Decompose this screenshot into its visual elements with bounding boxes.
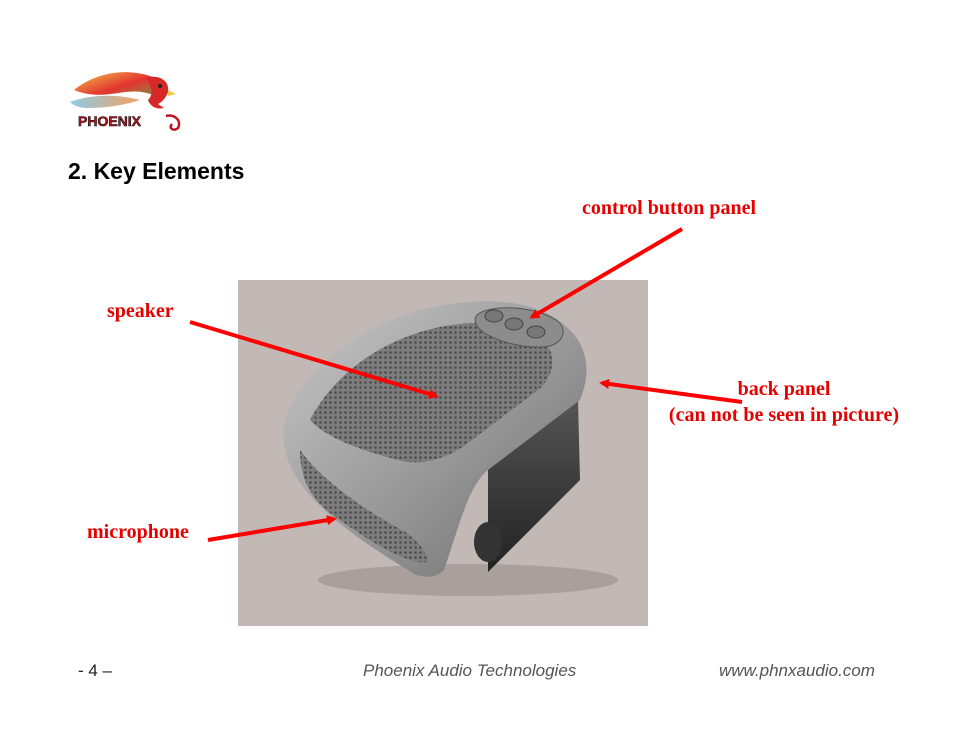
svg-text:PHOENIX: PHOENIX: [78, 113, 142, 129]
footer-company: Phoenix Audio Technologies: [363, 661, 577, 680]
callout-back-panel-line2: (can not be seen in picture): [668, 404, 900, 426]
callout-back-panel-line1: back panel: [737, 378, 831, 400]
footer-page-number: - 4 –: [78, 661, 113, 680]
callout-back-panel: back panel (can not be seen in picture): [650, 376, 918, 428]
callout-microphone: microphone: [87, 521, 189, 543]
phoenix-logo: PHOENIX: [70, 72, 181, 131]
section-heading: 2. Key Elements: [68, 158, 245, 184]
callout-speaker: speaker: [107, 300, 174, 322]
footer-url: www.phnxaudio.com: [719, 661, 875, 680]
callout-control-button-panel: control button panel: [582, 197, 757, 219]
speakerphone-photo: [238, 280, 648, 626]
